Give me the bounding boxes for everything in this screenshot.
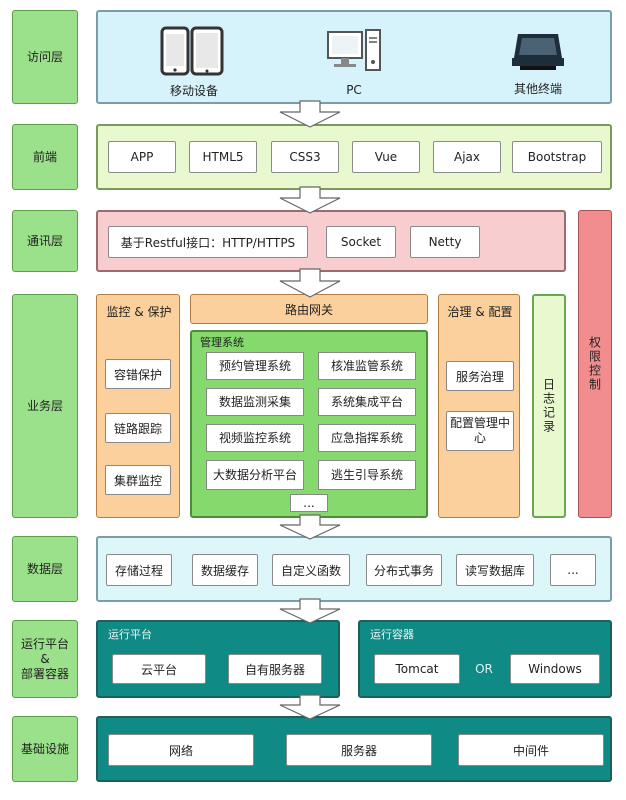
mgmt-item: 大数据分析平台 (206, 460, 304, 490)
monitor-panel: 监控 & 保护 容错保护 链路跟踪 集群监控 (96, 294, 180, 518)
runtime-or: OR (475, 662, 493, 676)
mgmt-item: 逃生引导系统 (318, 460, 416, 490)
down-arrow-icon (279, 100, 341, 128)
mgmt-item: 系统集成平台 (318, 388, 416, 416)
frontend-item: APP (108, 141, 176, 173)
comm-netty: Netty (410, 226, 480, 258)
runtime-container-panel: 运行容器 Tomcat OR Windows (358, 620, 612, 698)
layer-label-frontend: 前端 (12, 124, 78, 190)
infra-panel: 网络 服务器 中间件 (96, 716, 612, 782)
runtime-platform-title: 运行平台 (108, 628, 152, 641)
access-pc-label: PC (346, 83, 362, 97)
frontend-item: CSS3 (271, 141, 339, 173)
layer-label-business: 业务层 (12, 294, 78, 518)
comm-restful: 基于Restful接口：HTTP/HTTPS (108, 226, 308, 258)
mgmt-item: 应急指挥系统 (318, 424, 416, 452)
infra-item: 服务器 (286, 734, 432, 766)
mgmt-more: ... (290, 494, 328, 512)
gov-title: 治理 & 配置 (447, 304, 513, 319)
down-arrow-icon (279, 514, 341, 540)
log-record-label: 日志记录 (541, 378, 556, 434)
gov-panel: 治理 & 配置 服务治理 配置管理中心 (438, 294, 520, 518)
access-panel: 移动设备 PC 其他终端 (96, 10, 612, 104)
mgmt-item: 数据监测采集 (206, 388, 304, 416)
runtime-windows: Windows (510, 654, 600, 684)
frontend-item: HTML5 (189, 141, 257, 173)
mgmt-title: 管理系统 (200, 336, 244, 349)
runtime-container-title: 运行容器 (370, 628, 414, 641)
gov-item: 服务治理 (446, 361, 514, 391)
layer-label-comm: 通讯层 (12, 210, 78, 272)
mgmt-item: 预约管理系统 (206, 352, 304, 380)
runtime-platform-item: 自有服务器 (228, 654, 322, 684)
log-record: 日志记录 (532, 294, 566, 518)
frontend-item: Bootstrap (512, 141, 602, 173)
monitor-item: 集群监控 (105, 465, 171, 495)
frontend-panel: APP HTML5 CSS3 Vue Ajax Bootstrap (96, 124, 612, 190)
data-item: 自定义函数 (272, 554, 350, 586)
data-item: 数据缓存 (192, 554, 258, 586)
data-panel: 存储过程 数据缓存 自定义函数 分布式事务 读写数据库 ... (96, 536, 612, 602)
layer-label-data: 数据层 (12, 536, 78, 602)
mgmt-item: 核准监管系统 (318, 352, 416, 380)
route-gateway: 路由网关 (190, 294, 428, 324)
terminal-icon (512, 34, 564, 70)
data-item: 分布式事务 (366, 554, 442, 586)
access-other-label: 其他终端 (513, 81, 562, 96)
down-arrow-icon (279, 694, 341, 720)
runtime-platform-item: 云平台 (112, 654, 206, 684)
frontend-item: Vue (352, 141, 420, 173)
down-arrow-icon (279, 186, 341, 214)
comm-panel: 基于Restful接口：HTTP/HTTPS Socket Netty (96, 210, 566, 272)
layer-label-access: 访问层 (12, 10, 78, 104)
auth-control-label: 权限控制 (587, 336, 602, 392)
comm-socket: Socket (326, 226, 396, 258)
mgmt-item: 视频监控系统 (206, 424, 304, 452)
mgmt-panel: 管理系统 预约管理系统 核准监管系统 数据监测采集 系统集成平台 视频监控系统 … (190, 330, 428, 518)
monitor-title: 监控 & 保护 (106, 304, 172, 319)
layer-label-runtime: 运行平台 & 部署容器 (12, 620, 78, 698)
monitor-item: 容错保护 (105, 359, 171, 389)
down-arrow-icon (279, 268, 341, 298)
data-item: 读写数据库 (456, 554, 534, 586)
pc-icon (327, 29, 381, 71)
mobile-device-icon (160, 26, 224, 76)
layer-label-infra: 基础设施 (12, 716, 78, 782)
runtime-platform-panel: 运行平台 云平台 自有服务器 (96, 620, 340, 698)
gov-item: 配置管理中心 (446, 411, 514, 451)
access-mobile-label: 移动设备 (169, 83, 218, 98)
frontend-item: Ajax (433, 141, 501, 173)
data-item: 存储过程 (106, 554, 172, 586)
infra-item: 网络 (108, 734, 254, 766)
infra-item: 中间件 (458, 734, 604, 766)
runtime-tomcat: Tomcat (374, 654, 460, 684)
data-item: ... (550, 554, 596, 586)
monitor-item: 链路跟踪 (105, 413, 171, 443)
auth-control: 权限控制 (578, 210, 612, 518)
down-arrow-icon (279, 598, 341, 624)
